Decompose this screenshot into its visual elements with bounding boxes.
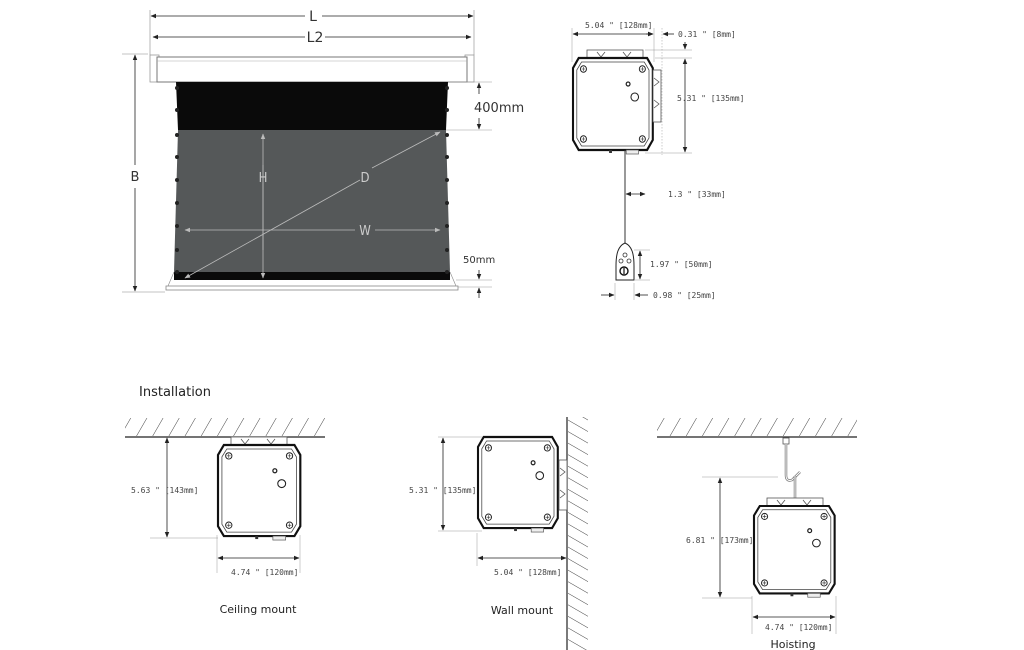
screen-front-view: L L2 B — [122, 9, 524, 298]
dim-cable-offset: 1.3 " [33mm] — [668, 190, 726, 199]
wall-mount-caption: Wall mount — [491, 604, 554, 617]
dim-remote-width: 0.98 " [25mm] — [653, 291, 716, 300]
label-L: L — [309, 9, 317, 25]
label-bottom-bar: 50mm — [463, 255, 495, 266]
wall-dim-height: 5.31 " [135mm] — [409, 486, 476, 495]
ceiling-dim-width: 4.74 " [120mm] — [231, 568, 298, 577]
wall-mount-diagram: 5.31 " [135mm] 5.04 " [128mm] Wall mount — [409, 417, 588, 650]
ceiling-dim-height: 5.63 " [143mm] — [131, 486, 198, 495]
installation-heading: Installation — [139, 385, 211, 400]
hoisting-diagram: 6.81 " [173mm] 4.74 " [120mm] Hoisting — [657, 418, 857, 650]
hoisting-caption: Hoisting — [770, 638, 815, 650]
label-L2: L2 — [307, 30, 324, 46]
label-top-drop: 400mm — [474, 101, 524, 116]
hoisting-dim-height: 6.81 " [173mm] — [686, 536, 753, 545]
dim-remote-height: 1.97 " [50mm] — [650, 260, 713, 269]
ceiling-mount-diagram: 5.63 " [143mm] 4.74 " [120mm] Ceiling mo… — [125, 418, 325, 616]
label-B: B — [131, 170, 140, 185]
hoisting-dim-width: 4.74 " [120mm] — [765, 623, 832, 632]
motor-box-side-view: 5.04 " [128mm] 0.31 " [8mm] 5.31 " [135m… — [571, 21, 744, 300]
ceiling-mount-caption: Ceiling mount — [220, 603, 297, 616]
label-D: D — [360, 171, 369, 186]
dim-box-width: 5.04 " [128mm] — [585, 21, 652, 30]
label-H: H — [259, 171, 268, 186]
wall-dim-width: 5.04 " [128mm] — [494, 568, 561, 577]
dim-box-height: 5.31 " [135mm] — [677, 94, 744, 103]
label-W: W — [359, 224, 371, 239]
dim-bracket-depth: 0.31 " [8mm] — [678, 30, 736, 39]
